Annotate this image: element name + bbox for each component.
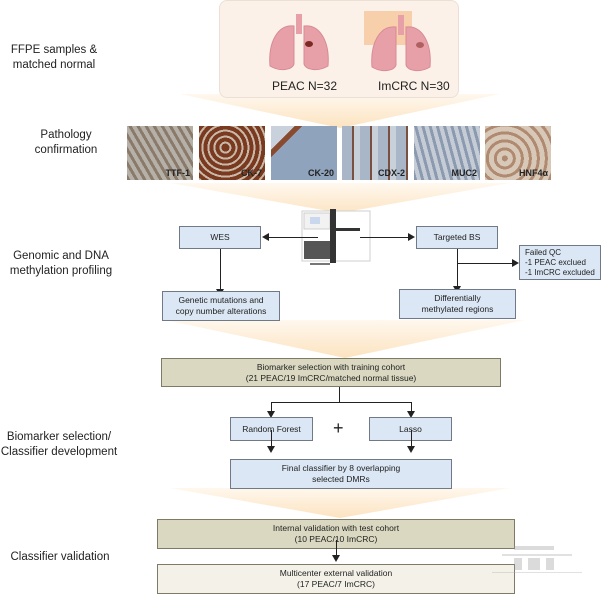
wes-box: WES [179,226,261,249]
ihc-image-hnf4a: HNF4α [485,126,551,180]
chevron-arrow-1 [180,94,500,128]
training-detail: (21 PEAC/19 ImCRC/matched normal tissue) [245,372,417,383]
internal-validation-title: Internal validation with test cohort [272,523,400,533]
external-validation-box: Multicenter external validation (17 PEAC… [157,564,515,594]
connector [271,402,272,412]
lung-imcrc-icon [364,11,431,72]
dmr-box: Differentially methylated regions [399,289,516,319]
connector [457,263,513,264]
arrow-to-external [332,555,340,562]
genetic-alterations-label: Genetic mutations and copy number altera… [175,295,267,316]
ihc-image-muc2: MUC2 [414,126,480,180]
stage-label-biomarker: Biomarker selection/ Classifier developm… [0,431,118,458]
targeted-bs-box: Targeted BS [416,226,498,249]
ihc-label: MUC2 [451,168,477,178]
genetic-alterations-box: Genetic mutations and copy number altera… [162,291,280,321]
lasso-box: Lasso [369,417,452,441]
random-forest-label: Random Forest [242,423,301,434]
ihc-label: CK-7 [240,168,262,178]
connector [411,430,412,447]
failed-qc-peac: -1 PEAC exclued [525,257,586,267]
arrow-to-targeted-bs [408,233,415,241]
connector [411,402,412,412]
connector [339,387,340,402]
training-title: Biomarker selection with training cohort [256,361,406,372]
external-validation-title: Multicenter external validation [279,568,393,578]
failed-qc-title: Failed QC [525,247,562,257]
ihc-image-cdx2: CDX-2 [342,126,408,180]
samples-panel: PEAC N=32 ImCRC N=30 [219,0,459,98]
chevron-arrow-3 [165,320,525,358]
arrow-to-random-forest [267,411,275,418]
internal-validation-detail: (10 PEAC/10 ImCRC) [294,534,378,544]
connector [336,540,337,556]
stage-label-pathology: Pathology confirmation [34,129,98,156]
watermark-building-icon [492,546,582,573]
ihc-image-ttf1: TTF-1 [127,126,193,180]
cohort-peac-label: PEAC N=32 [272,79,338,93]
ihc-label: TTF-1 [165,168,191,178]
external-validation-detail: (17 PEAC/7 ImCRC) [297,579,375,589]
connector [271,430,272,447]
chevron-arrow-4 [170,488,510,518]
ihc-image-ck20: CK-20 [271,126,337,180]
stage-label-samples: FFPE samples & matched normal [10,44,98,71]
connector [360,237,410,238]
ihc-label: CDX-2 [377,168,405,178]
arrow-to-lasso [407,411,415,418]
final-classifier-box: Final classifier by 8 overlapping select… [230,459,452,489]
targeted-bs-label: Targeted BS [433,232,481,242]
arrow-to-failed-qc [512,259,519,267]
connector [457,249,458,289]
final-classifier-line1: Final classifier by 8 overlapping [281,463,401,473]
training-cohort-box: Biomarker selection with training cohort… [161,358,501,387]
stage-label-profiling: Genomic and DNA methylation profiling [9,250,113,277]
stage-label-validation: Classifier validation [10,551,110,563]
connector [220,249,221,292]
wes-label: WES [210,232,230,242]
connector [271,402,412,403]
lung-peac-icon [269,14,329,71]
dmr-label: Differentially methylated regions [421,293,494,314]
chevron-arrow-2 [170,183,510,213]
sequencer-machine-icon [301,209,371,265]
ihc-image-ck7: CK-7 [199,126,265,180]
arrow-to-final [407,446,415,453]
connector [268,237,318,238]
cohort-imcrc-label: ImCRC N=30 [378,79,450,93]
failed-qc-box: Failed QC -1 PEAC exclued -1 ImCRC exclu… [519,245,601,280]
ihc-label: CK-20 [307,168,334,178]
lasso-label: Lasso [399,423,422,434]
ihc-label: HNF4α [518,168,548,178]
failed-qc-imcrc: -1 ImCRC excluded [525,267,595,277]
final-classifier-line2: selected DMRs [312,474,370,484]
random-forest-box: Random Forest [230,417,313,441]
arrow-to-wes [262,233,269,241]
arrow-to-final [267,446,275,453]
plus-sign: + [333,418,344,438]
